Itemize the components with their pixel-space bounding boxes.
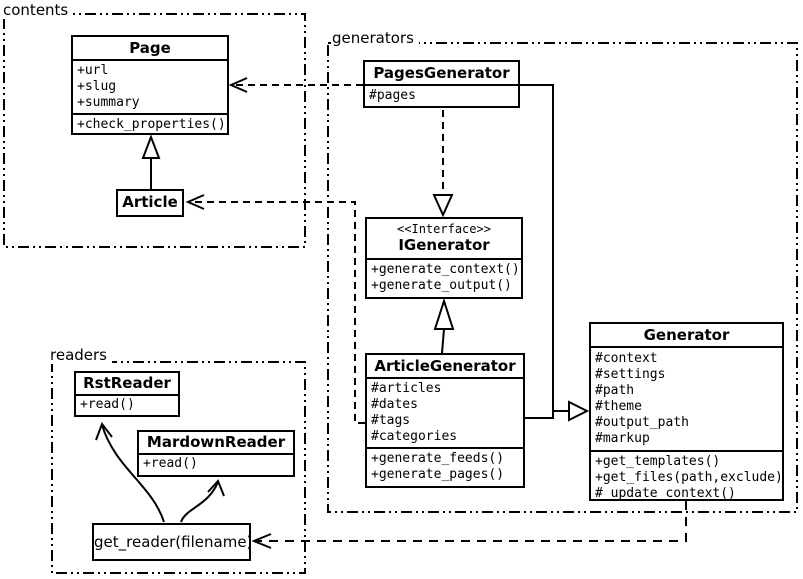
class-box-article: Article bbox=[116, 189, 184, 217]
method: +get_templates() bbox=[595, 454, 721, 469]
package-border-readers bbox=[51, 361, 306, 574]
class-box-page: Page +url +slug +summary +check_properti… bbox=[71, 35, 229, 135]
attributes-compartment: #pages bbox=[365, 84, 518, 106]
class-box-pagesgenerator: PagesGenerator #pages bbox=[363, 60, 520, 108]
class-name: MardownReader bbox=[146, 433, 286, 451]
methods-compartment: +read() bbox=[139, 453, 293, 473]
package-label-generators: generators bbox=[331, 29, 419, 47]
stereotype: <<Interface>> bbox=[397, 222, 491, 236]
attributes-compartment: #articles #dates #tags #categories bbox=[367, 377, 523, 447]
title-compartment: <<Interface>> IGenerator bbox=[367, 219, 521, 258]
attribute: #markup bbox=[595, 431, 650, 446]
attribute: +url bbox=[77, 63, 109, 78]
dependency-arrowhead-page bbox=[228, 77, 248, 93]
method: +generate_context() bbox=[371, 262, 519, 277]
attribute: #path bbox=[595, 383, 635, 398]
method: +generate_feeds() bbox=[371, 451, 505, 466]
class-name: Page bbox=[129, 39, 171, 57]
package-label-contents: contents bbox=[2, 1, 74, 19]
methods-compartment: +generate_context() +generate_output() bbox=[367, 258, 521, 296]
attribute: #pages bbox=[369, 88, 416, 103]
dependency-arrowhead-article bbox=[185, 194, 205, 210]
package-border-contents bbox=[3, 13, 306, 248]
class-name: IGenerator bbox=[398, 236, 490, 254]
package-label-readers: readers bbox=[49, 346, 112, 364]
class-box-rstreader: RstReader +read() bbox=[74, 371, 180, 417]
generalization-articlegenerator-generator bbox=[525, 411, 554, 419]
class-name: Generator bbox=[643, 326, 730, 344]
triangle-head-igenerator-bottom bbox=[433, 297, 455, 330]
attribute: #categories bbox=[371, 429, 458, 444]
arrow-getreader-markdownreader bbox=[180, 481, 219, 523]
class-box-articlegenerator: ArticleGenerator #articles #dates #tags … bbox=[365, 353, 525, 488]
arrowhead-rstreader bbox=[95, 421, 113, 441]
attribute: #articles bbox=[371, 381, 442, 396]
method: #_update_context() bbox=[595, 486, 736, 501]
class-box-generator: Generator #context #settings #path #them… bbox=[589, 322, 784, 501]
methods-compartment: +generate_feeds() +generate_pages() bbox=[367, 447, 523, 485]
methods-compartment: +read() bbox=[76, 394, 178, 414]
class-name: Article bbox=[122, 193, 178, 211]
attribute: #context bbox=[595, 351, 658, 366]
method: +read() bbox=[143, 456, 198, 471]
function-label: get_reader(filename) bbox=[94, 533, 253, 551]
attribute: #settings bbox=[595, 367, 666, 382]
arrow-getreader-rstreader bbox=[101, 424, 165, 523]
arrowhead-markdownreader bbox=[207, 479, 225, 497]
class-name: ArticleGenerator bbox=[374, 357, 516, 375]
method: +generate_pages() bbox=[371, 467, 505, 482]
class-box-markdownreader: MardownReader +read() bbox=[137, 430, 295, 477]
attribute: +summary bbox=[77, 95, 140, 110]
class-name: RstReader bbox=[83, 374, 171, 392]
triangle-head-igenerator-top bbox=[432, 194, 454, 218]
attributes-compartment: +url +slug +summary bbox=[73, 59, 227, 113]
class-box-igenerator: <<Interface>> IGenerator +generate_conte… bbox=[365, 217, 523, 299]
attributes-compartment: #context #settings #path #theme #output_… bbox=[591, 346, 782, 450]
package-border-generators bbox=[327, 42, 798, 513]
dependency-generator-getreader bbox=[256, 501, 687, 542]
attribute: #output_path bbox=[595, 415, 689, 430]
class-name: PagesGenerator bbox=[373, 64, 510, 82]
triangle-head-page-bottom bbox=[141, 134, 161, 159]
dependency-articlegenerator-article bbox=[190, 201, 365, 424]
method: +check_properties() bbox=[77, 117, 225, 132]
generalization-articlegenerator-igenerator bbox=[441, 328, 445, 354]
dependency-arrowhead-getreader bbox=[251, 533, 272, 549]
attribute: #tags bbox=[371, 413, 411, 428]
methods-compartment: +get_templates() +get_files(path,exclude… bbox=[591, 450, 782, 504]
method: +get_files(path,exclude) bbox=[595, 470, 780, 485]
function-box-get-reader: get_reader(filename) bbox=[92, 523, 253, 561]
attribute: #theme bbox=[595, 399, 642, 414]
attribute: +slug bbox=[77, 79, 117, 94]
triangle-head-generator-left bbox=[568, 400, 590, 422]
methods-compartment: +check_properties() bbox=[73, 113, 227, 135]
generalization-pagesgenerator-generator bbox=[520, 84, 569, 412]
method: +generate_output() bbox=[371, 278, 512, 293]
attribute: #dates bbox=[371, 397, 418, 412]
method: +read() bbox=[80, 397, 135, 412]
